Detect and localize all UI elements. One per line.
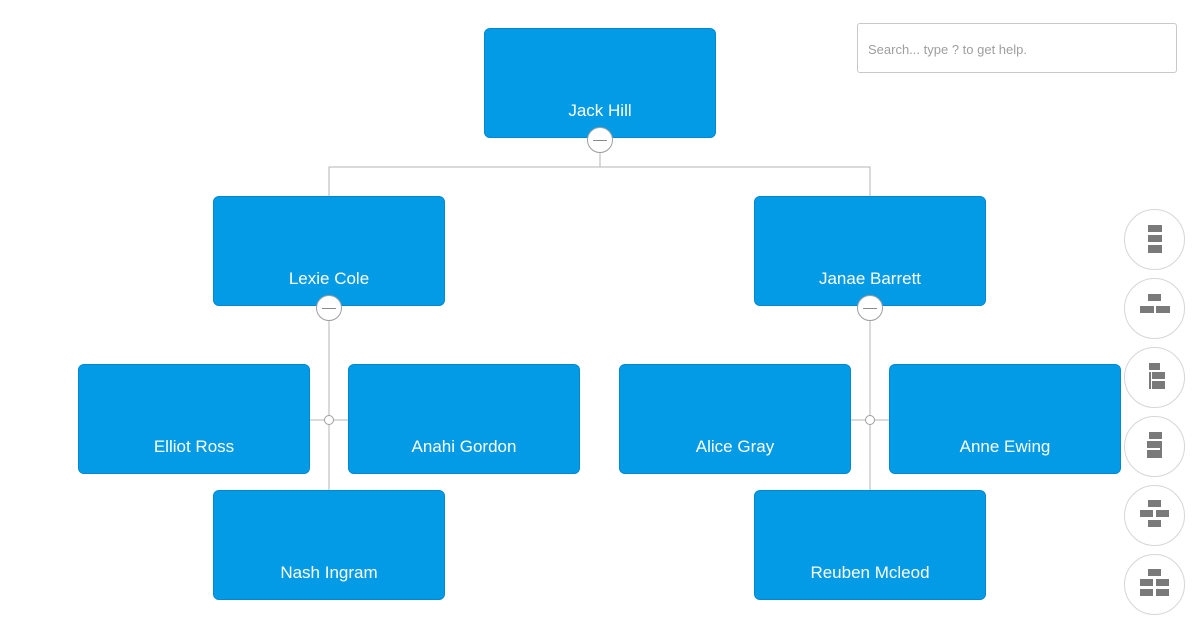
collapse-toggle-janae-barrett[interactable] (857, 295, 883, 321)
layout-right-offset-icon (1149, 363, 1165, 389)
node-name: Nash Ingram (280, 563, 378, 582)
node-jack-hill[interactable]: Jack Hill (484, 28, 716, 138)
layout-top-down-button[interactable] (1124, 209, 1185, 270)
node-alice-gray[interactable]: Alice Gray (619, 364, 851, 474)
node-name: Anahi Gordon (411, 437, 517, 456)
layout-top-down-icon (1148, 225, 1162, 253)
node-name: Alice Gray (695, 437, 775, 456)
collapse-toggle-lexie-cole[interactable] (316, 295, 342, 321)
search-box (857, 23, 1177, 73)
layout-tree-left-icon (1140, 569, 1169, 596)
node-name: Lexie Cole (288, 269, 370, 288)
layout-tree-left-button[interactable] (1124, 554, 1185, 615)
node-reuben-mcleod[interactable]: Reuben Mcleod (754, 490, 986, 600)
layout-mixed-icon (1140, 294, 1170, 313)
minus-icon (322, 308, 336, 309)
layout-tree-right-icon (1140, 500, 1169, 527)
collapse-toggle-jack-hill[interactable] (587, 127, 613, 153)
node-anahi-gordon[interactable]: Anahi Gordon (348, 364, 580, 474)
search-input[interactable] (866, 36, 1170, 62)
connector-janae-children (851, 308, 889, 490)
layout-left-offset-button[interactable] (1124, 416, 1185, 477)
node-nash-ingram[interactable]: Nash Ingram (213, 490, 445, 600)
node-name: Reuben Mcleod (810, 563, 930, 582)
node-name: Janae Barrett (818, 269, 922, 288)
connector-jack-children (328, 140, 871, 196)
layout-tree-right-button[interactable] (1124, 485, 1185, 546)
node-elliot-ross[interactable]: Elliot Ross (78, 364, 310, 474)
layout-left-offset-icon (1147, 432, 1162, 458)
minus-icon (593, 140, 607, 141)
connector-lexie-children (310, 308, 348, 490)
node-anne-ewing[interactable]: Anne Ewing (889, 364, 1121, 474)
node-name: Anne Ewing (959, 437, 1051, 456)
node-janae-barrett[interactable]: Janae Barrett (754, 196, 986, 306)
layout-right-offset-button[interactable] (1124, 347, 1185, 408)
minus-icon (863, 308, 877, 309)
layout-mixed-button[interactable] (1124, 278, 1185, 339)
connector-junction (865, 415, 875, 425)
node-name: Jack Hill (568, 101, 632, 120)
node-lexie-cole[interactable]: Lexie Cole (213, 196, 445, 306)
connector-junction (324, 415, 334, 425)
node-name: Elliot Ross (153, 437, 235, 456)
